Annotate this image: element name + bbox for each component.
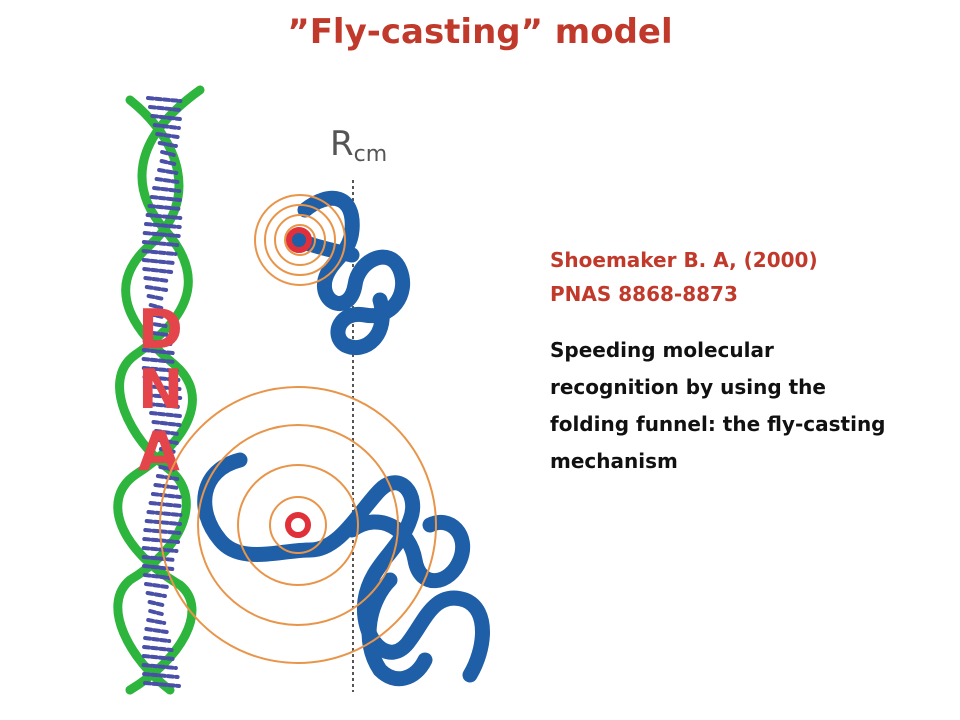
reference-author-line: Shoemaker B. A, (2000): [550, 248, 818, 272]
dna-base-pair: [141, 663, 178, 670]
dna-base-pair: [143, 276, 171, 283]
dna-base-pair: [141, 249, 178, 256]
dna-base-pair: [148, 105, 183, 112]
dna-base-pair: [142, 672, 180, 679]
dna-base-pair: [143, 681, 181, 688]
dna-base-pair: [154, 429, 181, 436]
dna-base-pair: [145, 591, 167, 598]
dna-base-pair: [141, 546, 179, 553]
dna-base-pair: [150, 492, 182, 499]
dna-base-pair: [141, 240, 180, 247]
binding-site-lower: [285, 512, 311, 538]
dna-base-pair: [149, 195, 182, 202]
dna-base-pair: [147, 312, 165, 319]
dna-base-pair: [145, 393, 183, 400]
dna-base-pairs: [141, 96, 183, 688]
dna-base-pair: [144, 222, 182, 229]
dna-base-pair: [142, 339, 173, 346]
rcm-axis-label: Rcm: [330, 124, 387, 167]
reference-citation: Shoemaker B. A, (2000) PNAS 8868-8873: [550, 243, 940, 311]
dna-base-pair: [146, 96, 183, 103]
dna-base-pair: [142, 231, 181, 238]
dna-base-pair: [144, 582, 170, 589]
dna-strand-b: [113, 95, 197, 695]
dna-base-pair: [155, 132, 180, 139]
dna-label: D N A: [138, 298, 183, 483]
dna-base-pair: [144, 519, 183, 526]
reference-journal-line: PNAS 8868-8873: [550, 282, 738, 306]
dna-base-pair: [142, 267, 174, 274]
dna-base-pair: [151, 420, 182, 427]
dna-base-pair: [142, 375, 181, 382]
protein-bound-compact: [254, 190, 411, 356]
dna-base-pair: [143, 636, 172, 643]
dna-helix: [113, 85, 205, 695]
dna-base-pair: [150, 114, 182, 121]
dna-base-pair: [141, 555, 177, 562]
dna-base-pair: [141, 366, 179, 373]
dna-base-pair: [142, 573, 172, 580]
dna-base-pair: [144, 285, 169, 292]
dna-base-pair: [143, 528, 182, 535]
dna-base-pair: [141, 258, 176, 265]
dna-base-pair: [156, 438, 179, 445]
dna-base-pair: [147, 204, 183, 211]
dna-base-pair: [158, 465, 178, 472]
dna-base-pair: [143, 384, 182, 391]
dna-base-pair: [160, 456, 176, 463]
dna-base-pair: [149, 411, 183, 418]
dna-base-pair: [141, 357, 177, 364]
dna-base-pair: [157, 141, 178, 148]
dna-letter-n: N: [138, 358, 183, 421]
dna-base-pair: [157, 168, 179, 175]
dna-base-pair: [152, 123, 181, 130]
dna-base-pair: [153, 483, 181, 490]
dna-base-pair: [147, 402, 183, 409]
dna-base-pair: [146, 294, 166, 301]
dna-base-pair: [146, 618, 167, 625]
description-line: Speeding molecular: [550, 338, 774, 362]
dna-base-pair: [141, 348, 175, 355]
dna-letter-d: D: [138, 298, 183, 361]
protein-unbound-extended: [159, 386, 490, 687]
dna-base-pair: [142, 645, 174, 652]
description-line: mechanism: [550, 449, 678, 473]
paper-description: Speeding molecular recognition by using …: [550, 332, 940, 480]
dna-base-pair: [148, 501, 183, 508]
dna-base-pair: [160, 150, 176, 157]
dna-base-pair: [141, 654, 176, 661]
dna-strand-a: [113, 85, 205, 695]
dna-base-pair: [145, 321, 168, 328]
dna-base-pair: [146, 510, 183, 517]
dna-base-pair: [158, 447, 177, 454]
dna-base-pair: [159, 159, 177, 166]
description-line: folding funnel: the fly-casting: [550, 412, 886, 436]
slide-title: ”Fly-casting” model: [287, 12, 673, 52]
dna-base-pair: [143, 330, 170, 337]
rcm-axis-subscript: cm: [354, 142, 388, 167]
dna-base-pair: [148, 609, 164, 616]
dna-base-pair: [145, 213, 183, 220]
rcm-axis-letter: R: [330, 124, 354, 164]
dna-base-pair: [147, 600, 165, 607]
fly-casting-figure: D N A Rcm: [90, 80, 510, 700]
dna-base-pair: [148, 303, 164, 310]
dna-base-pair: [144, 627, 169, 634]
description-line: recognition by using the: [550, 375, 826, 399]
dna-letter-a: A: [138, 420, 180, 483]
dna-base-pair: [154, 177, 180, 184]
binding-site-upper: [286, 227, 312, 253]
dna-base-pair: [152, 186, 182, 193]
